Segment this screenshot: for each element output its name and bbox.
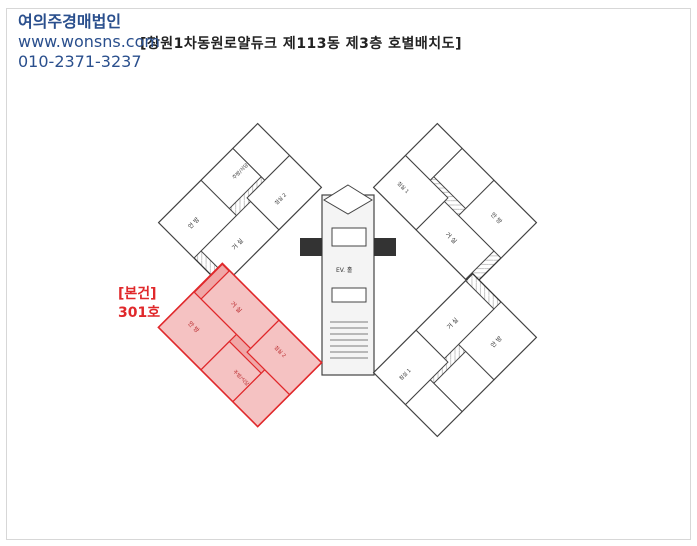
- agency-watermark: 여의주경매법인 www.wonsns.com 010-2371-3237: [18, 12, 160, 72]
- elevator-hall-label: EV. 홀: [336, 266, 353, 274]
- central-core: EV. 홀: [300, 184, 396, 376]
- unit-top-right: 안 방 거 실 침실 1: [372, 122, 538, 288]
- subject-property-tag: [본건]: [118, 285, 157, 302]
- floor-plan-title: [창원1차동원로얄듀크 제113동 제3층 호별배치도]: [140, 36, 462, 52]
- subject-unit-number: 301호: [118, 305, 160, 321]
- agency-phone: 010-2371-3237: [18, 52, 142, 71]
- agency-name: 여의주경매법인: [18, 12, 122, 31]
- unit-bottom-right: 안 방 거 실 침실 1: [372, 272, 538, 438]
- unit-301-highlight[interactable]: 안 방 거 실 주방/식당 침실 2: [157, 262, 323, 428]
- unit-top-left: 안 방 거 실 주방/식당 침실 2: [157, 122, 323, 288]
- agency-website[interactable]: www.wonsns.com: [18, 32, 160, 51]
